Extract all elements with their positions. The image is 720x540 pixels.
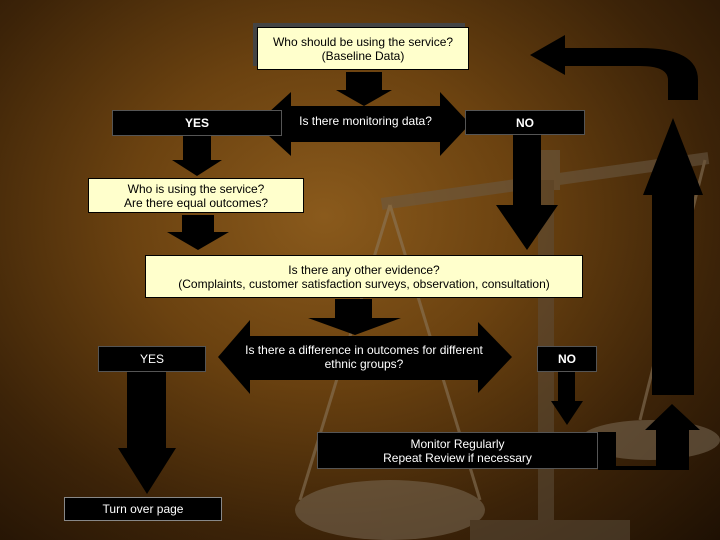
double-arrow-difference — [218, 320, 512, 394]
node-turn-over-page: Turn over page — [64, 497, 222, 521]
node-difference-question: Is there a difference in outcomes for di… — [240, 341, 488, 373]
arrow-down-no-bottom — [551, 370, 583, 425]
label-yes-top: YES — [112, 110, 282, 136]
label-no-bottom-text: NO — [558, 352, 576, 366]
arrow-down-no-top — [496, 132, 558, 250]
label-yes-bottom: YES — [98, 346, 206, 372]
node-monitor-regularly-line2: Repeat Review if necessary — [383, 450, 532, 465]
node-who-should-use-line2: (Baseline Data) — [321, 48, 405, 63]
node-who-should-use-line1: Who should be using the service? — [272, 34, 454, 49]
label-no-top-text: NO — [516, 115, 534, 130]
arrow-down-yes-bottom — [118, 370, 176, 494]
arrow-curved-return — [530, 35, 698, 100]
node-who-should-use: Who should be using the service? (Baseli… — [257, 27, 469, 70]
arrow-down-1 — [336, 72, 392, 106]
label-yes-top-text: YES — [184, 116, 209, 130]
node-monitor-regularly: Monitor Regularly Repeat Review if neces… — [317, 432, 598, 469]
arrow-down-2 — [167, 215, 229, 250]
label-no-top: NO — [465, 110, 585, 135]
node-difference-question-line2: ethnic groups? — [324, 357, 404, 371]
label-yes-bottom-text: YES — [139, 352, 164, 366]
node-other-evidence-line1: Is there any other evidence? — [288, 262, 440, 277]
node-other-evidence: Is there any other evidence? (Complaints… — [145, 255, 583, 298]
node-monitor-regularly-line1: Monitor Regularly — [410, 436, 505, 451]
node-turn-over-page-text: Turn over page — [102, 502, 184, 516]
label-no-bottom: NO — [537, 346, 597, 372]
node-who-is-using-line1: Who is using the service? — [127, 181, 265, 196]
node-other-evidence-line2: (Complaints, customer satisfaction surve… — [178, 276, 550, 291]
arrow-up-right — [643, 118, 703, 395]
node-difference-question-line1: Is there a difference in outcomes for di… — [245, 343, 483, 357]
arrow-elbow-monitor — [598, 404, 700, 470]
node-monitoring-question-text: Is there monitoring data? — [299, 114, 432, 128]
node-monitoring-question: Is there monitoring data? — [293, 110, 438, 132]
double-arrow-monitoring — [256, 92, 470, 156]
arrow-down-3 — [308, 299, 401, 335]
node-who-is-using: Who is using the service? Are there equa… — [88, 178, 304, 213]
arrow-down-yes-top — [172, 134, 222, 176]
node-who-is-using-line2: Are there equal outcomes? — [123, 195, 269, 210]
